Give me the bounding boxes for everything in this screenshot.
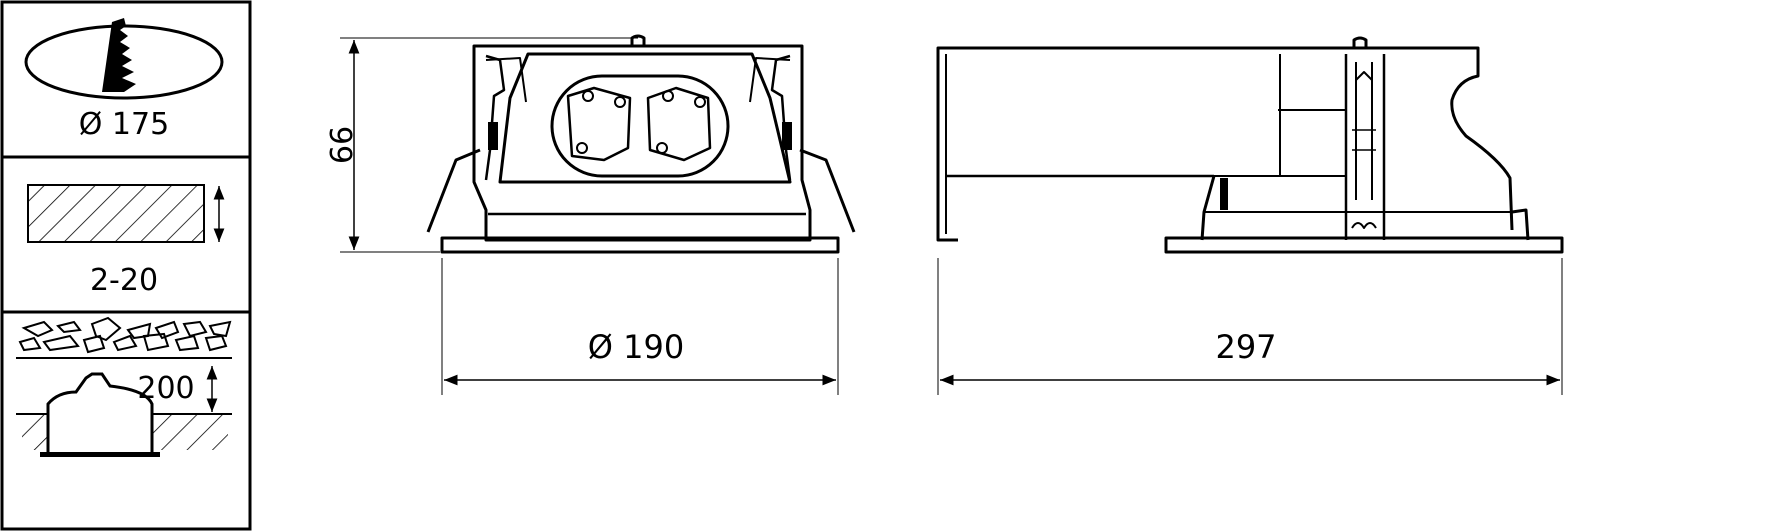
cutout-icon bbox=[24, 18, 224, 100]
front-view-drawing bbox=[340, 34, 856, 395]
installation-depth-icon bbox=[16, 316, 232, 457]
legend-panel bbox=[0, 0, 252, 531]
side-length-label: 297 bbox=[1215, 328, 1276, 366]
front-height-label: 99 bbox=[322, 126, 357, 164]
ceiling-thickness-label: 2-20 bbox=[90, 263, 158, 298]
installation-depth-label: 200 bbox=[137, 371, 194, 406]
side-view-drawing bbox=[936, 36, 1564, 395]
cutout-diameter-label: Ø 175 bbox=[79, 107, 169, 142]
front-diameter-label: Ø 190 bbox=[588, 328, 684, 366]
ceiling-thickness-icon bbox=[27, 184, 225, 243]
